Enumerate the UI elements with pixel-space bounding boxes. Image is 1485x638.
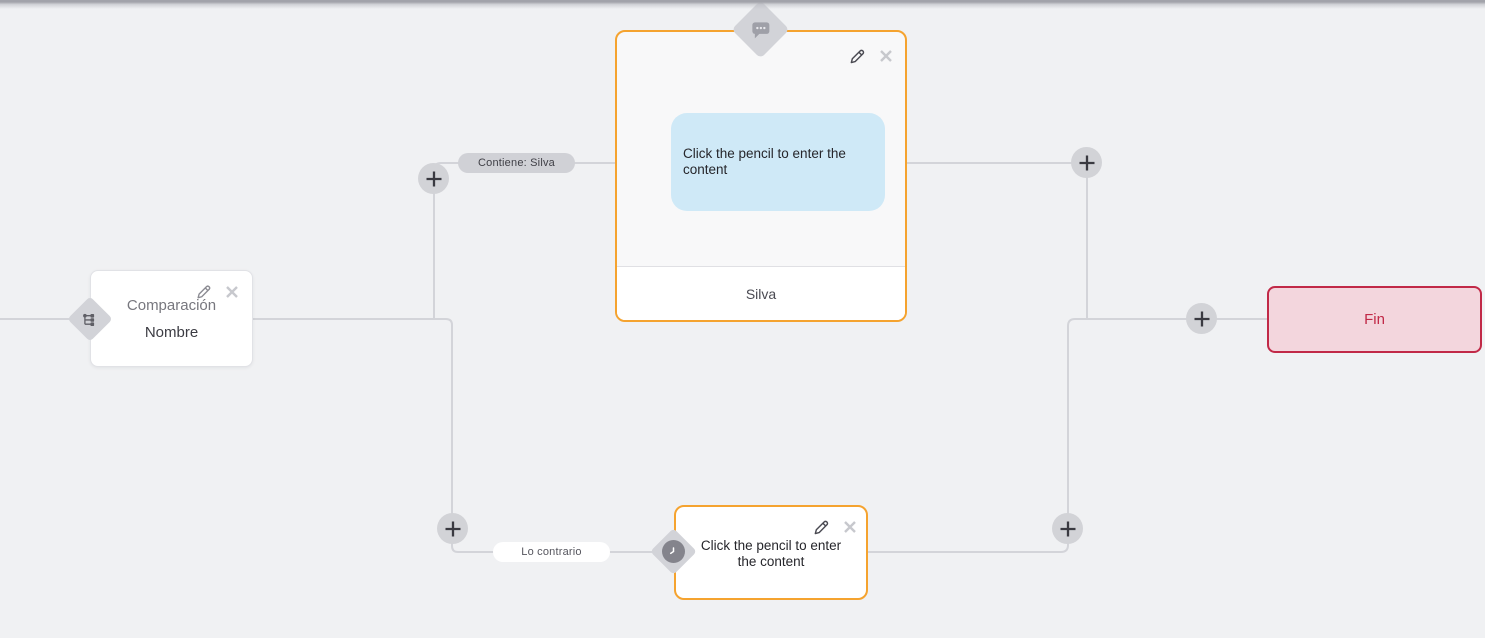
add-node-button[interactable] xyxy=(437,513,468,544)
pencil-icon xyxy=(850,49,865,64)
delete-node-button[interactable] xyxy=(879,49,893,63)
condition-node-type-badge xyxy=(67,296,113,342)
end-node[interactable]: Fin xyxy=(1267,286,1482,353)
edge-path xyxy=(868,318,1267,553)
edit-node-button[interactable] xyxy=(812,518,830,536)
edge-label-contiene[interactable]: Contiene: Silva xyxy=(458,153,575,173)
clock-icon xyxy=(662,540,685,563)
delay-placeholder-text: Click the pencil to enter the content xyxy=(700,538,842,569)
message-node[interactable]: Click the pencil to enter the content Si… xyxy=(615,30,907,322)
message-node-footer: Silva xyxy=(617,266,905,320)
message-node-name: Silva xyxy=(745,285,777,302)
pencil-icon xyxy=(197,285,211,299)
tree-hierarchy-icon xyxy=(83,313,95,326)
delete-node-button[interactable] xyxy=(843,520,857,534)
close-icon xyxy=(880,50,892,62)
edge-path xyxy=(433,162,615,319)
edge-path xyxy=(907,162,1088,319)
close-icon xyxy=(226,285,238,298)
edit-node-button[interactable] xyxy=(195,283,212,300)
edge-label-lo-contrario[interactable]: Lo contrario xyxy=(493,542,610,562)
plus-icon xyxy=(445,521,460,536)
toolbar-bottom-shadow xyxy=(0,0,1485,9)
add-node-button[interactable] xyxy=(1052,513,1083,544)
message-placeholder-text: Click the pencil to enter the content xyxy=(683,146,846,177)
add-node-button[interactable] xyxy=(418,163,449,194)
delay-node-type-badge xyxy=(650,528,697,575)
plus-icon xyxy=(426,171,441,186)
close-icon xyxy=(844,521,856,533)
edit-node-button[interactable] xyxy=(848,47,866,65)
condition-node[interactable]: Comparación Nombre xyxy=(90,270,253,367)
delay-node[interactable]: Click the pencil to enter the content xyxy=(674,505,868,600)
message-node-body: Click the pencil to enter the content xyxy=(617,32,905,266)
plus-icon xyxy=(1194,311,1209,326)
plus-icon xyxy=(1079,155,1094,170)
add-node-button[interactable] xyxy=(1186,303,1217,334)
add-node-button[interactable] xyxy=(1071,147,1102,178)
message-preview-bubble: Click the pencil to enter the content xyxy=(671,113,885,211)
plus-icon xyxy=(1060,521,1075,536)
chat-bubble-icon xyxy=(752,22,769,38)
edge-path xyxy=(253,318,658,553)
condition-node-subtitle: Nombre xyxy=(144,324,199,341)
message-node-type-badge xyxy=(731,0,790,59)
condition-node-title: Comparación xyxy=(126,297,217,314)
pencil-icon xyxy=(814,520,829,535)
end-node-label: Fin xyxy=(1364,311,1385,328)
delete-node-button[interactable] xyxy=(225,285,239,299)
